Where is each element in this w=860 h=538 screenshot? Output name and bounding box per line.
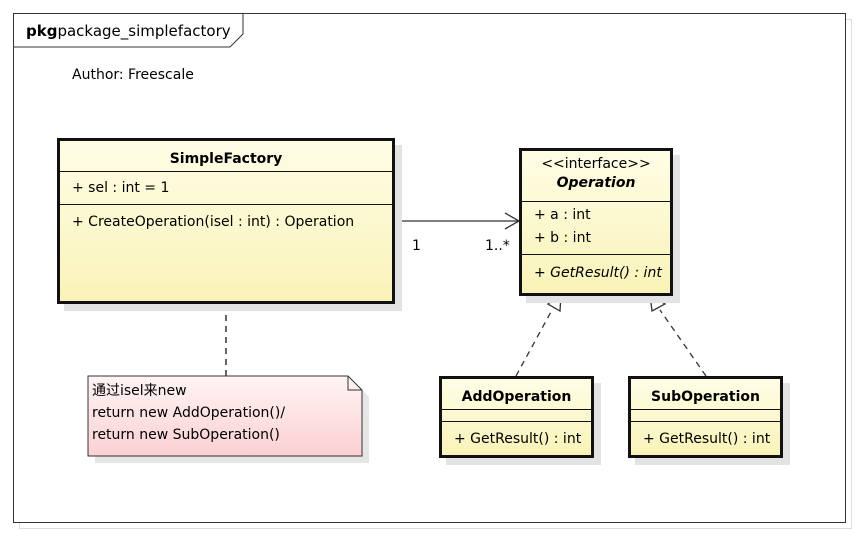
realization-line-add bbox=[515, 309, 553, 377]
class-divider bbox=[522, 254, 670, 255]
multiplicity-source: 1 bbox=[412, 238, 421, 254]
multiplicity-target: 1..* bbox=[485, 238, 510, 254]
class-operation: + CreateOperation(isel : int) : Operatio… bbox=[72, 214, 355, 230]
class-empty-attributes bbox=[442, 410, 591, 421]
realization-arrowhead-sub bbox=[649, 293, 667, 313]
frame-tab-outline bbox=[13, 13, 244, 48]
class-divider bbox=[631, 421, 780, 422]
class-divider bbox=[442, 409, 591, 410]
interface-operation-method: + GetResult() : int bbox=[534, 265, 662, 281]
frame-keyword: pkg bbox=[26, 22, 58, 40]
class-name: SubOperation bbox=[651, 389, 760, 405]
class-name: AddOperation bbox=[461, 389, 572, 405]
class-operation: + GetResult() : int bbox=[643, 431, 771, 447]
class-attribute: + sel : int = 1 bbox=[72, 180, 170, 196]
interface-operation[interactable]: <<interface>> Operation + a : int + b : … bbox=[519, 148, 673, 296]
class-simplefactory[interactable]: SimpleFactory + sel : int = 1 + CreateOp… bbox=[57, 138, 395, 304]
note-text: 通过isel来new return new AddOperation()/ re… bbox=[92, 380, 285, 446]
class-empty-attributes bbox=[631, 410, 780, 421]
class-divider bbox=[631, 409, 780, 410]
class-divider bbox=[522, 201, 670, 202]
class-divider bbox=[60, 204, 392, 205]
realization-arrowhead-add bbox=[546, 292, 562, 313]
interface-attribute: + b : int bbox=[534, 230, 591, 246]
interface-stereotype: <<interface>> bbox=[541, 156, 651, 172]
class-suboperation[interactable]: SubOperation + GetResult() : int bbox=[628, 376, 783, 458]
note-shape bbox=[87, 375, 363, 457]
frame-label: pkgpackage_simplefactory bbox=[26, 22, 231, 40]
note-line: return new SubOperation() bbox=[92, 427, 280, 443]
class-divider bbox=[442, 421, 591, 422]
note-line: 通过isel来new bbox=[92, 383, 187, 399]
interface-name: Operation bbox=[556, 175, 636, 191]
class-operation: + GetResult() : int bbox=[454, 431, 582, 447]
class-addoperation[interactable]: AddOperation + GetResult() : int bbox=[439, 376, 594, 458]
note-fold bbox=[347, 376, 362, 391]
realization-line-sub bbox=[659, 309, 707, 377]
note-line: return new AddOperation()/ bbox=[92, 405, 286, 421]
author-label: Author: Freescale bbox=[72, 67, 194, 83]
class-name: SimpleFactory bbox=[169, 151, 283, 167]
interface-attribute: + a : int bbox=[534, 207, 591, 223]
frame-name: package_simplefactory bbox=[57, 22, 231, 40]
class-divider bbox=[60, 171, 392, 172]
